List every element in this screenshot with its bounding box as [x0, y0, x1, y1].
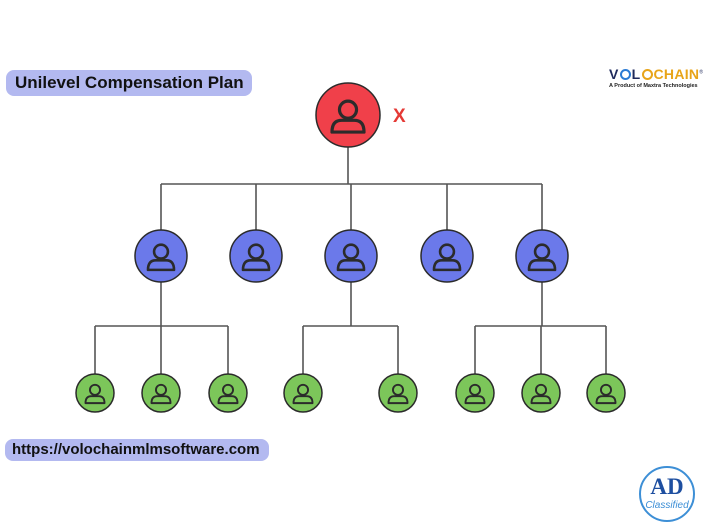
level1-member [420, 229, 474, 283]
badge-main: AD [650, 474, 684, 499]
person-icon [387, 383, 409, 405]
level1-member [515, 229, 569, 283]
person-icon [241, 243, 271, 272]
person-icon [336, 243, 366, 272]
brand-tagline: A Product of Maxtra Technologies [609, 83, 698, 89]
level2-member [521, 373, 561, 413]
person-icon [84, 383, 106, 405]
member-circle [586, 373, 626, 413]
badge-sub: Classified [645, 500, 689, 511]
member-circle [420, 229, 474, 283]
person-icon [595, 383, 617, 405]
member-circle [324, 229, 378, 283]
level2-member [378, 373, 418, 413]
level2-member [75, 373, 115, 413]
member-circle [229, 229, 283, 283]
level2-member [586, 373, 626, 413]
level2-member [283, 373, 323, 413]
root-marker: X [393, 106, 406, 127]
level1-member [324, 229, 378, 283]
person-icon [150, 383, 172, 405]
page-title: Unilevel Compensation Plan [6, 70, 252, 96]
member-circle [283, 373, 323, 413]
member-circle [141, 373, 181, 413]
logo-ring-icon [619, 69, 631, 80]
member-circle [134, 229, 188, 283]
person-icon [330, 99, 366, 134]
person-icon [217, 383, 239, 405]
member-circle [208, 373, 248, 413]
logo-ring-icon [641, 69, 653, 80]
person-icon [432, 243, 462, 272]
member-circle [515, 229, 569, 283]
person-icon [464, 383, 486, 405]
person-icon [527, 243, 557, 272]
level2-member [208, 373, 248, 413]
level1-member [229, 229, 283, 283]
person-icon [146, 243, 176, 272]
ad-classified-badge: AD Classified [639, 466, 695, 522]
person-icon [530, 383, 552, 405]
member-circle [378, 373, 418, 413]
person-icon [292, 383, 314, 405]
root-member [315, 82, 381, 148]
member-circle [521, 373, 561, 413]
member-circle [455, 373, 495, 413]
member-circle [315, 82, 381, 148]
website-link[interactable]: https://volochainmlmsoftware.com [5, 439, 269, 461]
level2-member [455, 373, 495, 413]
member-circle [75, 373, 115, 413]
level2-member [141, 373, 181, 413]
level1-member [134, 229, 188, 283]
